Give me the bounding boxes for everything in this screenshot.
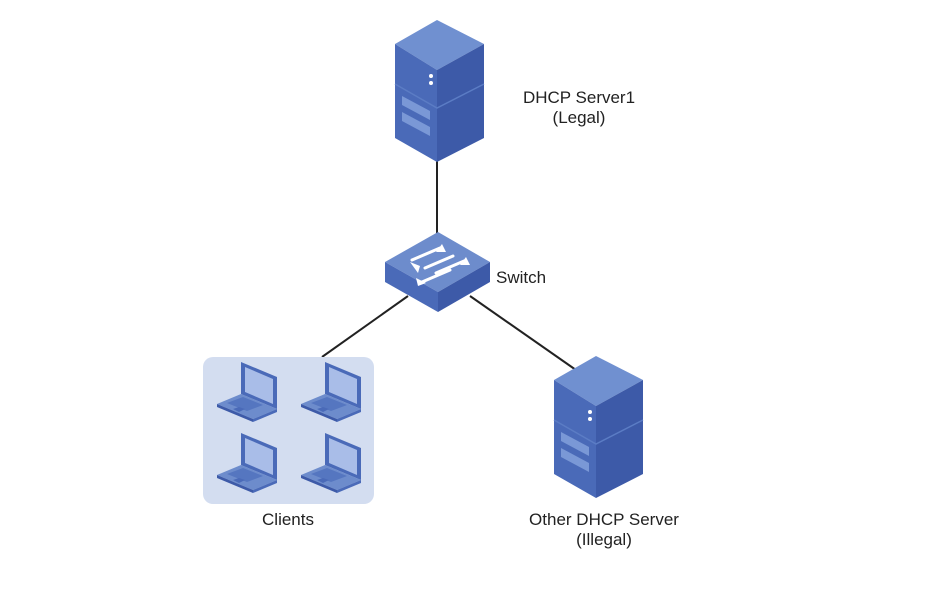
switch-icon: [385, 232, 490, 312]
switch-name: Switch: [496, 268, 547, 287]
link-switch-other-server: [469, 295, 577, 371]
dhcp-server-legal-name: DHCP Server1: [522, 88, 636, 107]
dhcp-server-illegal-name: Other DHCP Server: [529, 510, 679, 529]
dhcp-server-legal-icon: [394, 20, 485, 162]
dhcp-server-illegal-icon: [553, 356, 644, 498]
laptop-icon: [217, 433, 277, 493]
link-switch-clients: [321, 295, 409, 358]
laptop-icon: [217, 362, 277, 422]
dhcp-server-illegal-note: (Illegal): [576, 530, 632, 549]
clients-name: Clients: [262, 510, 314, 529]
dhcp-server-legal-label: DHCP Server1 (Legal): [514, 88, 644, 128]
laptop-icon: [301, 362, 361, 422]
dhcp-server-illegal-label: Other DHCP Server (Illegal): [513, 510, 695, 550]
clients-label: Clients: [228, 510, 348, 530]
dhcp-server-legal-note: (Legal): [552, 108, 606, 127]
switch-label: Switch: [496, 268, 546, 288]
laptop-icon: [301, 433, 361, 493]
